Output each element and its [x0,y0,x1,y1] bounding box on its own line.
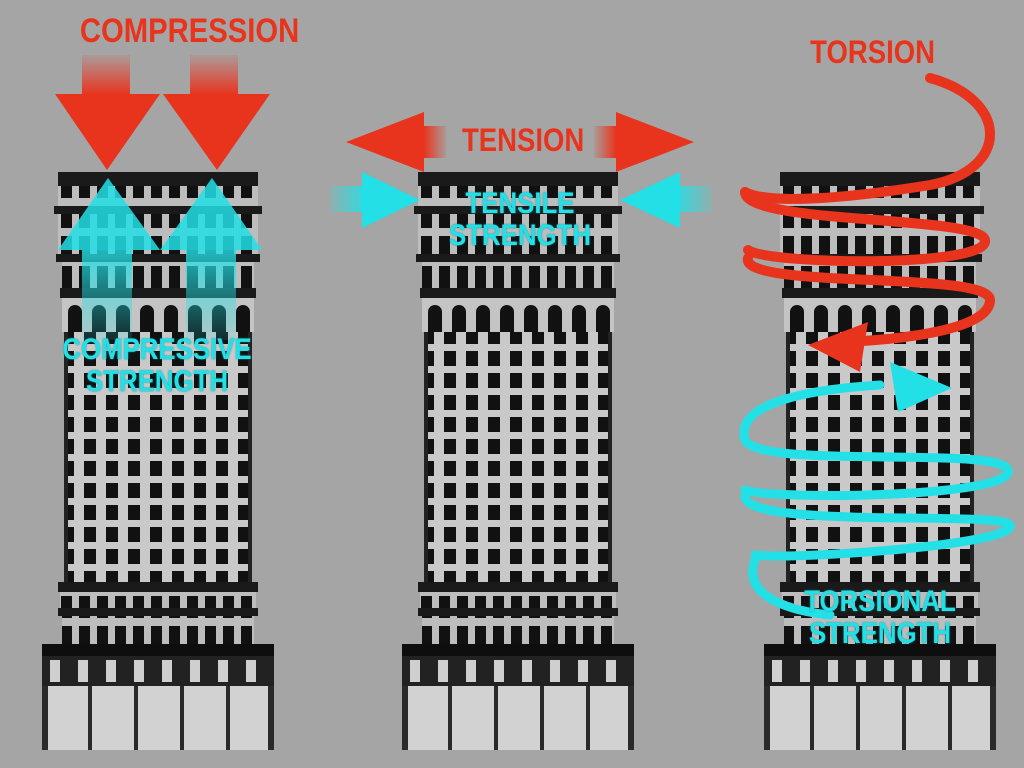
tensile-strength-line2: STRENGTH [449,218,591,252]
compressive-strength-label: COMPRESSIVE STRENGTH [58,334,256,397]
compressive-strength-line2: STRENGTH [86,364,228,398]
tension-arrow-icon [346,112,694,172]
torsion-spiral-icon [740,73,996,372]
compression-label: COMPRESSION [79,12,300,50]
tensile-strength-line1: TENSILE [465,187,575,220]
torsional-strength-spiral-icon [739,362,1015,620]
torsional-strength-line2: STRENGTH [809,616,951,650]
tensile-strength-arrow-icon [330,172,712,228]
torsion-label: TORSION [810,34,936,70]
tension-label: TENSION [461,122,585,158]
building-left [42,172,274,750]
compressive-strength-line1: COMPRESSIVE [62,333,252,366]
compressive-strength-arrow-icon [58,178,262,340]
compression-arrow-icon [55,55,270,170]
torsional-strength-line1: TORSIONAL [804,585,956,618]
tensile-strength-label: TENSILE STRENGTH [425,188,614,251]
building-center [402,172,634,750]
torsional-strength-label: TORSIONAL STRENGTH [790,586,971,649]
